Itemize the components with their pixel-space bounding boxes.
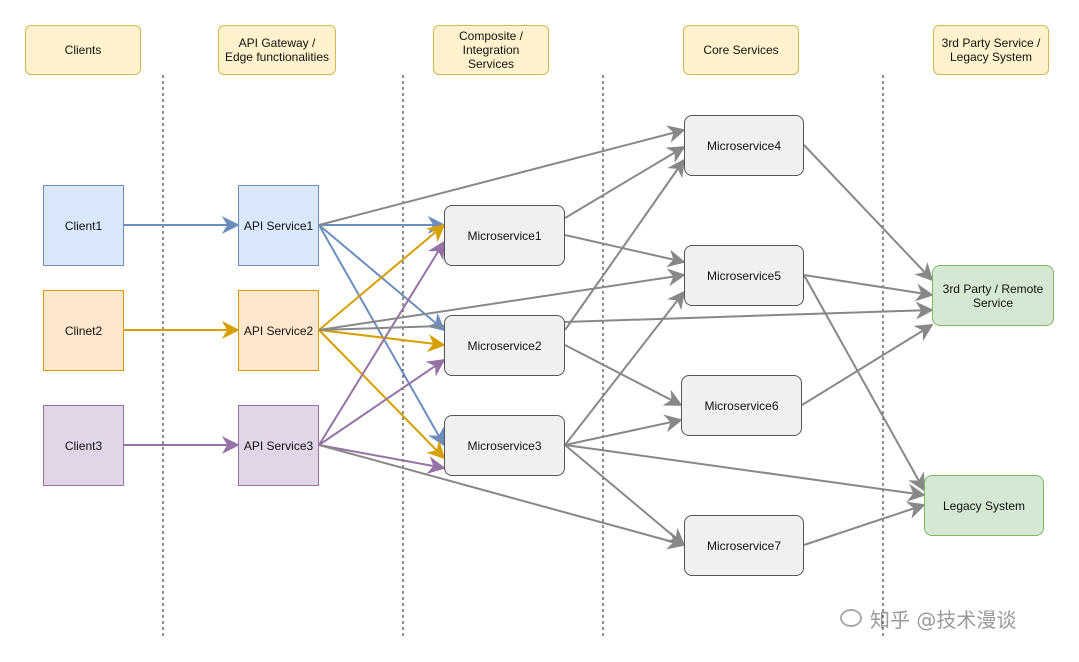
edge-api2-ms5 [318,268,686,331]
microservice6-node: Microservice6 [681,375,802,436]
edge-ms7-legacy [803,501,926,546]
edge-ms3-ms7 [564,444,686,547]
edge-api2-ms1 [318,223,446,331]
edge-api3-ms3 [318,444,446,474]
microservice3-node: Microservice3 [444,415,565,476]
api-service1-node: API Service1 [238,185,319,266]
edge-ms1-ms5 [564,234,686,268]
edge-api2-ms2 [318,329,446,353]
watermark: 知乎 @技术漫谈 [840,602,1060,634]
microservice1-node: Microservice1 [444,205,565,266]
edge-ms5-legacy [803,274,925,492]
edge-api3-ms2 [318,358,446,446]
edge-ms2-ms6 [564,344,683,406]
legacy-system-node: Legacy System [924,475,1044,536]
edge-api2-ms3 [318,329,446,460]
client2-node: Clinet2 [43,290,124,371]
edge-ms1-ms4 [564,146,686,219]
microservice5-node: Microservice5 [684,245,804,306]
api-service3-node: API Service3 [238,405,319,486]
edge-api3-ms7 [318,444,686,550]
header-gateway: API Gateway / Edge functionalities [218,25,336,75]
edge-ms5-remote [803,274,934,302]
header-core: Core Services [683,25,799,75]
edge-ms3-ms6 [564,414,683,446]
header-third-party: 3rd Party Service / Legacy System [933,25,1049,75]
edge-ms3-legacy [564,444,926,502]
microservice2-node: Microservice2 [444,315,565,376]
microservice4-node: Microservice4 [684,115,804,176]
api-service2-node: API Service2 [238,290,319,371]
remote-service-node: 3rd Party / Remote Service [932,265,1054,326]
microservice7-node: Microservice7 [684,515,804,576]
edge-api3-ms1 [318,240,445,446]
chat-bubble-icon [840,609,862,627]
client3-node: Client3 [43,405,124,486]
watermark-text: 知乎 @技术漫谈 [870,607,1017,632]
edge-ms4-remote [803,144,934,282]
edge-ms2-ms4 [564,158,686,331]
edge-api2-remote [318,301,934,331]
edge-ms3-ms5 [564,290,686,446]
edge-ms6-remote [801,324,934,406]
edge-api1-ms3 [318,224,445,447]
header-composite: Composite / Integration Services [433,25,549,75]
client1-node: Client1 [43,185,124,266]
edge-api1-ms4 [318,125,686,226]
header-clients: Clients [25,25,141,75]
